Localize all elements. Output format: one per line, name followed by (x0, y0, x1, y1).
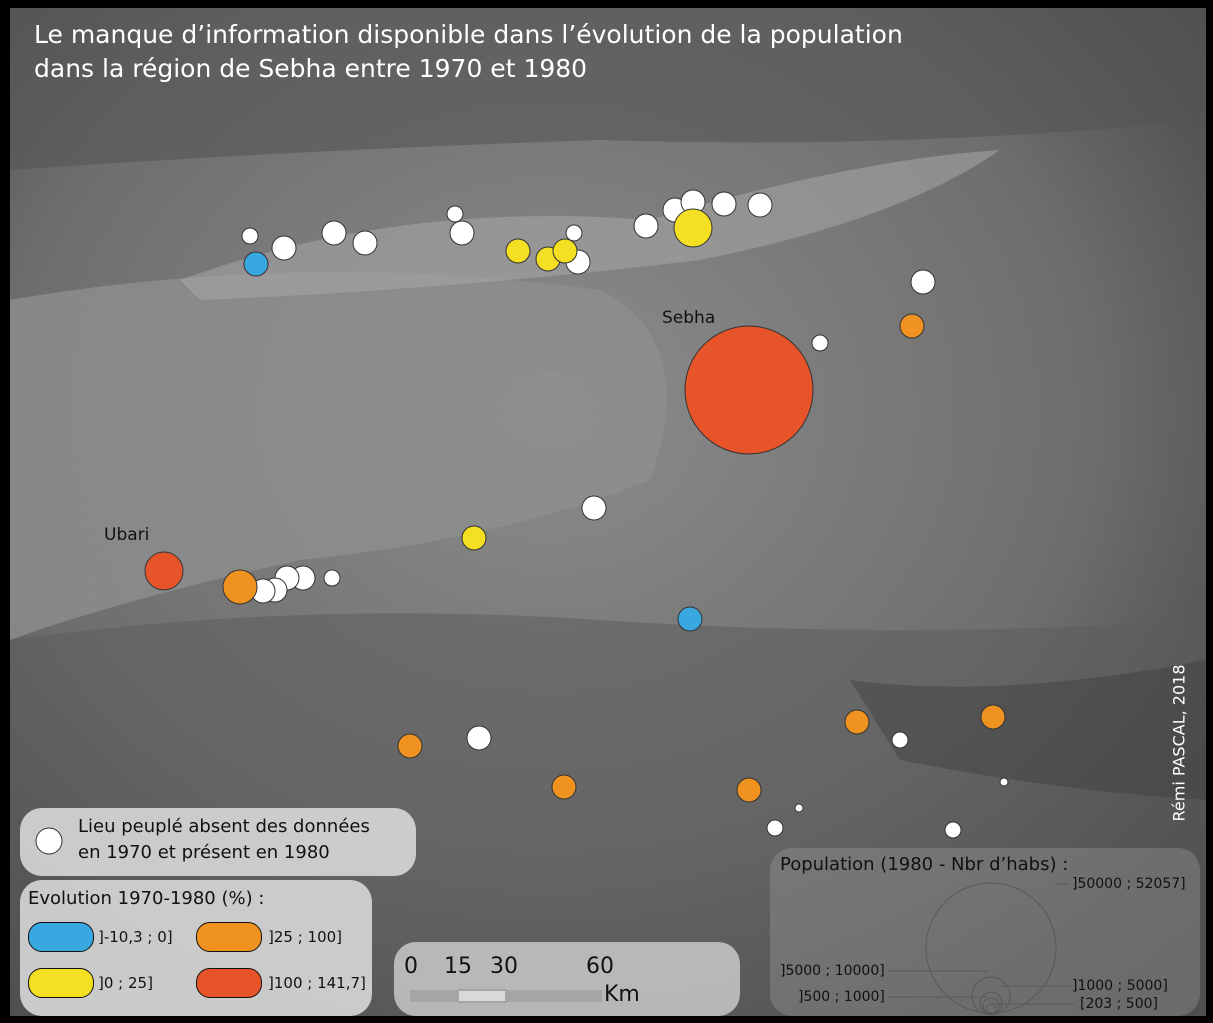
settlement-absent-1970 (891, 731, 909, 749)
population-circle-legend (888, 882, 1074, 1016)
pop-label-203: [203 ; 500] (1080, 996, 1158, 1012)
settlement-absent-1970 (944, 821, 962, 839)
settlement-evolution-o (551, 774, 577, 800)
mountains-north (10, 8, 1206, 170)
settlement-absent-1970 (766, 819, 784, 837)
settlement-evolution-o (899, 313, 925, 339)
settlement-absent-1970 (323, 569, 341, 587)
settlement-absent-1970 (449, 220, 475, 246)
settlement-evolution-y (673, 208, 713, 248)
settlement-absent-1970 (910, 269, 936, 295)
legend-population-panel: Population (1980 - Nbr d’habs) : ]50000 … (770, 848, 1200, 1016)
settlement-evolution-o (222, 569, 258, 605)
pop-label-50000: ]50000 ; 52057] (1072, 876, 1186, 892)
label-class-0-25: ]0 ; 25] (98, 974, 153, 992)
settlement-evolution-o (397, 733, 423, 759)
legend-population-title: Population (1980 - Nbr d’habs) : (780, 854, 1069, 875)
settlement-absent-1970 (633, 213, 659, 239)
pop-label-5000: ]5000 ; 10000] (780, 963, 885, 979)
settlement-absent-1970 (466, 725, 492, 751)
wadi-band-north (180, 150, 1000, 300)
legend-absent-line-2: en 1970 et présent en 1980 (78, 842, 330, 863)
settlement-evolution-y (461, 525, 487, 551)
settlement-absent-1970 (446, 205, 464, 223)
absent-symbol-icon (35, 827, 63, 855)
settlement-absent-1970 (271, 235, 297, 261)
settlement-absent-1970 (321, 220, 347, 246)
settlement-symbols (144, 189, 1009, 839)
settlement-evolution-o (736, 777, 762, 803)
settlement-evolution-o (844, 709, 870, 735)
label-class-25-100: ]25 ; 100] (268, 928, 343, 946)
scale-panel: 0 15 30 60 Km (394, 942, 740, 1016)
label-class-100-141: ]100 ; 141,7] (268, 974, 366, 992)
legend-evolution-title: Evolution 1970-1980 (%) : (28, 888, 265, 909)
swatch-class-100-141 (196, 968, 262, 998)
town-label-sebha: Sebha (662, 308, 716, 328)
settlement-absent-1970 (999, 777, 1009, 787)
swatch-class-25-100 (196, 922, 262, 952)
pop-circle-50000 (925, 882, 1057, 1014)
settlement-evolution-n (677, 606, 703, 632)
label-class-negative: ]-10,3 ; 0] (98, 928, 173, 946)
settlement-evolution-o (980, 704, 1006, 730)
settlement-absent-1970 (711, 191, 737, 217)
settlement-absent-1970 (581, 495, 607, 521)
town-label-ubari: Ubari (104, 525, 150, 545)
swatch-class-0-25 (28, 968, 94, 998)
settlement-absent-1970 (241, 227, 259, 245)
settlement-evolution-r (144, 551, 184, 591)
pop-label-500: ]500 ; 1000] (798, 989, 885, 1005)
author-credit: Rémi PASCAL, 2018 (1169, 664, 1189, 822)
pop-label-1000: ]1000 ; 5000] (1072, 978, 1168, 994)
map-title-line-1: Le manque d’information disponible dans … (34, 20, 903, 49)
scale-tick-60: 60 (586, 954, 614, 979)
scale-unit: Km (604, 982, 640, 1007)
map-title: Le manque d’information disponible dans … (34, 18, 934, 86)
settlement-absent-1970 (352, 230, 378, 256)
settlement-absent-1970 (811, 334, 829, 352)
pop-circle-5000 (971, 976, 1011, 1016)
settlement-evolution-n (243, 251, 269, 277)
settlement-absent-1970 (794, 803, 804, 813)
settlement-absent-1970 (565, 224, 583, 242)
scale-tick-0: 0 (404, 954, 418, 979)
scale-tick-30: 30 (490, 954, 518, 979)
pop-circle-203 (985, 1003, 997, 1015)
swatch-class-negative (28, 922, 94, 952)
legend-absent-line-1: Lieu peuplé absent des données (78, 816, 370, 837)
settlement-absent-1970 (747, 192, 773, 218)
settlement-evolution-y (505, 238, 531, 264)
settlement-evolution-y (552, 238, 578, 264)
legend-evolution-panel: Evolution 1970-1980 (%) : ]-10,3 ; 0] ]2… (20, 880, 372, 1016)
scale-tick-15: 15 (444, 954, 472, 979)
legend-absent-panel: Lieu peuplé absent des données en 1970 e… (20, 808, 416, 876)
settlement-evolution-r (684, 325, 814, 455)
map-title-line-2: dans la région de Sebha entre 1970 et 19… (34, 54, 588, 83)
